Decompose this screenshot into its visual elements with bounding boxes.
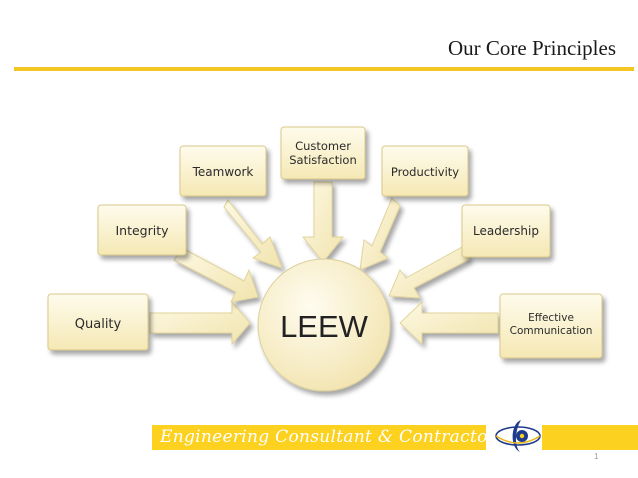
arrow-leadership bbox=[388, 246, 471, 299]
company-logo-icon bbox=[495, 420, 541, 452]
footer-bar bbox=[152, 425, 638, 450]
principle-customer-satisfaction: Customer Satisfaction bbox=[280, 126, 366, 180]
principle-label-communication: Communication bbox=[510, 325, 593, 337]
center-label: LEEW bbox=[280, 309, 369, 344]
arrow-quality bbox=[149, 300, 251, 346]
title-underline bbox=[14, 67, 634, 71]
principle-productivity: Productivity bbox=[381, 145, 469, 197]
principle-label-satisfaction: Satisfaction bbox=[289, 153, 357, 167]
principle-label-leadership: Leadership bbox=[473, 224, 539, 238]
page-number: 1 bbox=[594, 452, 599, 461]
principle-quality: Quality bbox=[47, 293, 149, 351]
arrow-productivity bbox=[359, 197, 401, 271]
arrow-effective-communication bbox=[399, 300, 499, 346]
principle-label-integrity: Integrity bbox=[115, 223, 169, 238]
arrow-customer-satisfaction bbox=[301, 181, 345, 263]
page-title: Our Core Principles bbox=[448, 36, 616, 60]
principle-integrity: Integrity bbox=[97, 204, 187, 256]
principle-label-effective: Effective bbox=[528, 312, 574, 324]
principle-label-customer: Customer bbox=[295, 139, 351, 153]
arrow-teamwork bbox=[223, 199, 283, 269]
footer-tagline: Engineering Consultant & Contractors bbox=[160, 427, 506, 447]
principle-label-productivity: Productivity bbox=[391, 165, 459, 179]
principle-label-teamwork: Teamwork bbox=[192, 165, 254, 179]
principle-teamwork: Teamwork bbox=[179, 145, 267, 197]
principle-leadership: Leadership bbox=[461, 204, 551, 258]
center-circle: LEEW bbox=[257, 258, 391, 392]
principle-effective-communication: Effective Communication bbox=[499, 293, 603, 359]
principle-label-quality: Quality bbox=[75, 317, 122, 332]
arrow-integrity bbox=[173, 247, 259, 303]
